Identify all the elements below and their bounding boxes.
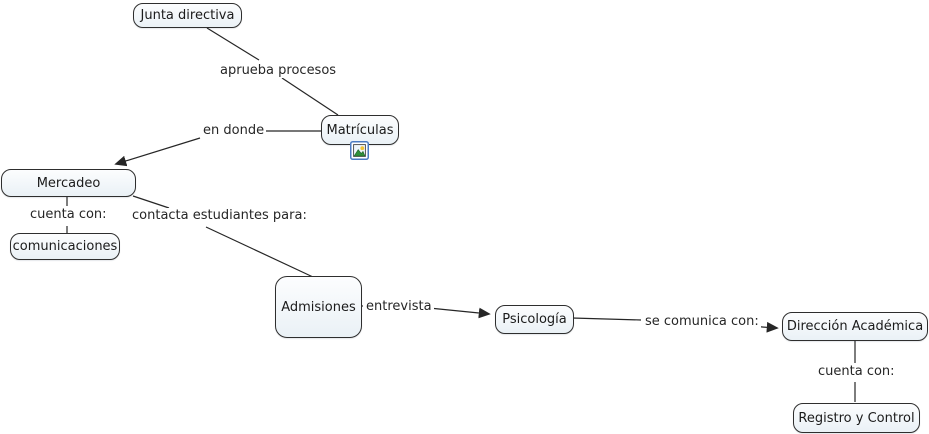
concept-label: Mercadeo xyxy=(36,175,101,191)
link-psicologia-to-phrase-secomunica xyxy=(571,317,642,321)
image-resource-icon[interactable] xyxy=(350,141,369,160)
linking-phrase-en-donde[interactable]: en donde xyxy=(201,123,267,138)
concept-direccion-academica[interactable]: Dirección Académica xyxy=(782,312,928,341)
linking-phrase-aprueba-procesos[interactable]: aprueba procesos xyxy=(218,63,339,78)
linking-phrase-cuenta-con-mercadeo[interactable]: cuenta con: xyxy=(28,207,109,222)
concept-label: Psicología xyxy=(502,312,567,327)
link-phrase-entrevista-to-psicologia-arrow xyxy=(428,307,491,319)
concept-mercadeo[interactable]: Mercadeo xyxy=(1,169,136,197)
linking-phrase-contacta-estudiantes[interactable]: contacta estudiantes para: xyxy=(130,208,309,223)
concept-label: Junta directiva xyxy=(140,8,235,23)
concept-label: Admisiones xyxy=(281,299,356,315)
linking-phrase-cuenta-con-direccion[interactable]: cuenta con: xyxy=(816,364,897,379)
concept-label: Dirección Académica xyxy=(786,319,924,334)
linking-phrase-se-comunica-con[interactable]: se comunica con: xyxy=(643,314,761,329)
concept-psicologia[interactable]: Psicología xyxy=(495,305,574,334)
concept-label: Matrículas xyxy=(326,122,394,138)
concept-matriculas[interactable]: Matrículas xyxy=(321,115,399,145)
concept-junta-directiva[interactable]: Junta directiva xyxy=(133,3,242,28)
link-phrase-aprueba-to-matriculas xyxy=(281,77,339,116)
concept-label: Registro y Control xyxy=(798,410,915,426)
link-phrase-contacta-to-admisiones xyxy=(205,226,314,278)
concept-label: comunicaciones xyxy=(12,239,118,254)
linking-phrase-entrevista[interactable]: entrevista xyxy=(364,299,434,314)
link-phrase-endonde-to-mercadeo-arrow xyxy=(114,137,201,167)
concept-registro-y-control[interactable]: Registro y Control xyxy=(793,403,920,433)
link-junta-to-phrase-aprueba xyxy=(206,27,260,61)
link-mercadeo-to-phrase-contacta xyxy=(132,195,170,209)
concept-admisiones[interactable]: Admisiones xyxy=(275,276,362,338)
concept-comunicaciones[interactable]: comunicaciones xyxy=(10,233,120,260)
